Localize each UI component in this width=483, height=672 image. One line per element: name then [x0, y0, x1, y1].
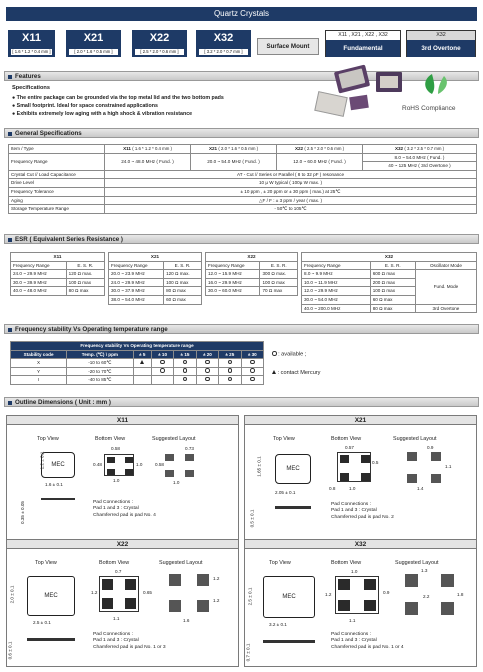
- features-section-title: Features: [4, 71, 479, 81]
- circle-icon: [205, 359, 210, 365]
- list-item: ● Small footprint. Ideal for space const…: [12, 103, 158, 109]
- triangle-icon: [272, 370, 276, 374]
- circle-icon: [160, 368, 165, 373]
- specifications-subtitle: Specifications: [12, 85, 50, 91]
- page-title: Quartz Crystals: [213, 9, 270, 18]
- circle-icon: [227, 376, 233, 382]
- table-row: Aging: [8, 195, 105, 206]
- circle-icon: [182, 359, 188, 365]
- circle-icon: [227, 368, 233, 373]
- product-photo-2: [374, 68, 404, 96]
- circle-icon: [250, 359, 255, 365]
- circle-icon: [272, 351, 277, 356]
- rohs-label: RoHS Compliance: [402, 105, 456, 112]
- overtone-box: X32 3rd Overtone: [406, 30, 476, 57]
- item-type-label: Item / Type: [8, 144, 105, 154]
- model-x21: X21[ 2.0 * 1.6 * 0.5 mm ]: [66, 30, 121, 57]
- top-view-chip: MEC: [275, 454, 311, 484]
- outline-panel-x32: X32 Top View Bottom View Suggested Layou…: [244, 539, 477, 667]
- table-row: Drive Level: [8, 178, 105, 188]
- legend-available: : available ;: [272, 351, 306, 358]
- list-item: ● Exhibits extremely low aging with a hi…: [12, 111, 193, 117]
- top-view-chip: MEC: [263, 576, 315, 618]
- triangle-icon: [140, 360, 145, 365]
- legend-contact: : contact Mercury: [272, 370, 320, 376]
- feature-list: ● The entire package can be grounded via…: [12, 94, 224, 118]
- general-spec-section-title: General Specifications: [4, 128, 479, 138]
- stability-section-title: Frequency stability Vs Operating tempera…: [4, 324, 479, 334]
- stability-table: Frequency stability Vs Operating tempera…: [9, 341, 265, 385]
- product-photo: [312, 64, 372, 124]
- model-x22: X22[ 2.5 * 2.0 * 0.6 mm ]: [132, 30, 187, 57]
- outline-panel-x21: X21 Top View Bottom View Suggested Layou…: [244, 415, 477, 544]
- outline-section-title: Outline Dimensions ( Unit : mm ): [4, 397, 479, 407]
- circle-icon: [250, 368, 255, 373]
- table-row: Storage Temperature Range: [8, 204, 105, 214]
- circle-icon: [182, 376, 188, 382]
- outline-panel-x22: X22 Top View Bottom View Suggested Layou…: [6, 539, 239, 667]
- esr-section-title: ESR ( Equivalent Series Resistance ): [4, 234, 479, 244]
- general-spec-table: Item / Type X11 ( 1.6 * 1.2 * 0.4 mm ) X…: [8, 144, 477, 214]
- surface-mount-label: Surface Mount: [257, 38, 319, 55]
- circle-icon: [205, 376, 210, 382]
- model-x32: X32[ 3.2 * 2.0 * 0.7 mm ]: [196, 30, 251, 57]
- circle-icon: [182, 368, 188, 373]
- table-row: Crystal Cut // Load Capacitance: [8, 169, 105, 180]
- page-header: Quartz Crystals: [6, 7, 477, 21]
- circle-icon: [160, 359, 165, 365]
- top-view-chip: MEC: [27, 576, 75, 616]
- top-view-chip: MEC: [41, 452, 75, 478]
- outline-panel-x11: X11 Top View Bottom View Suggested Layou…: [6, 415, 239, 544]
- list-item: ● The entire package can be grounded via…: [12, 95, 224, 101]
- fundamental-box: X11 , X21 , X22 , X32 Fundamental: [325, 30, 401, 57]
- table-row: Frequency Tolerance: [8, 186, 105, 197]
- circle-icon: [250, 376, 255, 382]
- rohs-logo: [410, 72, 464, 104]
- model-x11: X11[ 1.6 * 1.2 * 0.4 mm ]: [8, 30, 55, 57]
- circle-icon: [205, 368, 210, 373]
- circle-icon: [227, 359, 233, 365]
